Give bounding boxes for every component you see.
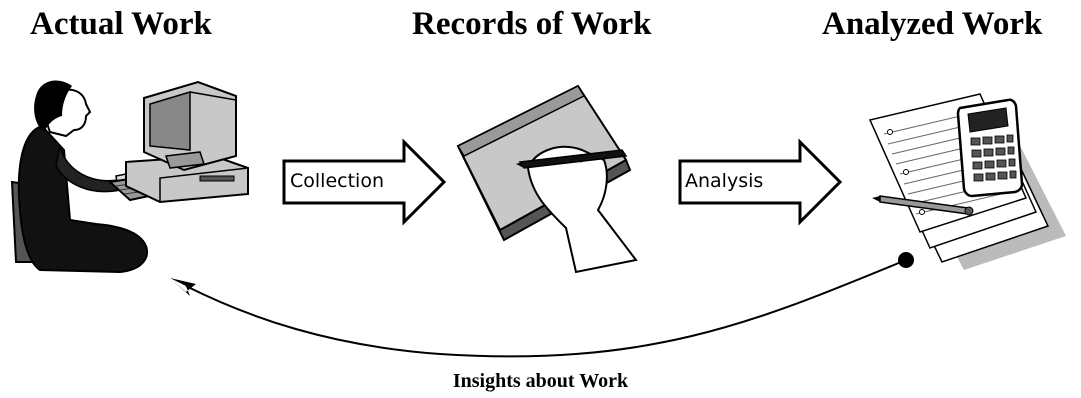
analysis-label: Analysis bbox=[685, 170, 764, 192]
heading-records-of-work: Records of Work bbox=[412, 6, 652, 42]
heading-actual-work: Actual Work bbox=[30, 6, 212, 42]
person-at-computer-icon bbox=[10, 80, 249, 274]
collection-label: Collection bbox=[290, 170, 384, 192]
analysis-arrow bbox=[678, 138, 843, 226]
heading-analyzed-work: Analyzed Work bbox=[822, 6, 1043, 42]
collection-arrow bbox=[282, 138, 447, 226]
insights-caption: Insights about Work bbox=[452, 370, 629, 392]
insights-feedback-arrow bbox=[170, 252, 914, 358]
papers-and-calculator-icon bbox=[868, 93, 1066, 270]
writing-pad-icon bbox=[456, 84, 638, 274]
